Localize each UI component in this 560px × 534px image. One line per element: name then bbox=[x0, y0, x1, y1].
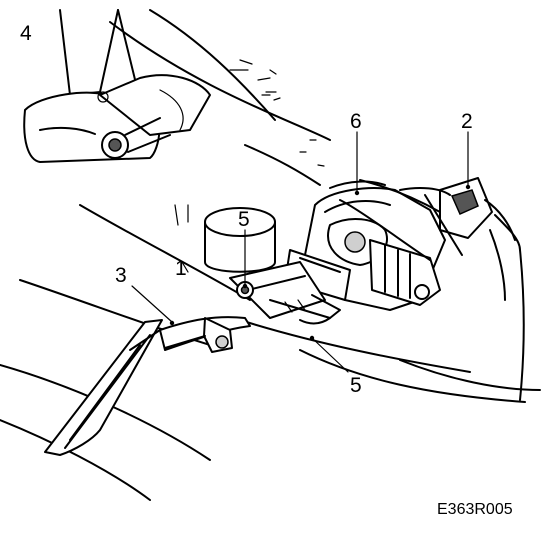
reservoir-cylinder bbox=[204, 207, 276, 273]
callout-2: 2 bbox=[461, 110, 473, 133]
wiper-motor-assembly bbox=[284, 179, 446, 311]
electrical-connector bbox=[339, 177, 521, 301]
leader-lines bbox=[131, 131, 471, 373]
callout-5-upper: 5 bbox=[238, 208, 250, 231]
inset-detail-arm-pivot bbox=[23, 9, 277, 163]
figure-code: E363R005 bbox=[437, 501, 513, 518]
body-panel-outline bbox=[0, 21, 541, 501]
callout-1: 1 bbox=[175, 257, 187, 280]
callout-3: 3 bbox=[115, 264, 127, 287]
callout-5-lower: 5 bbox=[350, 374, 362, 397]
wiper-arm-and-blade bbox=[44, 316, 251, 456]
callout-6: 6 bbox=[350, 110, 362, 133]
callout-4: 4 bbox=[20, 22, 32, 45]
